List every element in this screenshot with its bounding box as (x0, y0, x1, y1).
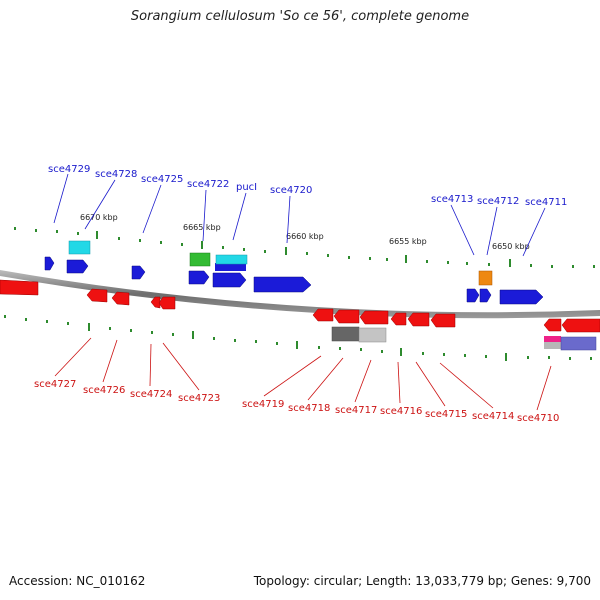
forward-strand-genes (44, 240, 544, 305)
gene-label-sce4724[interactable]: sce4724 (130, 389, 172, 400)
gene-label-sce4723[interactable]: sce4723 (178, 393, 220, 404)
kbp-label-6660: 6660 kbp (286, 232, 324, 241)
feature-box-dark-gray[interactable] (331, 326, 360, 342)
gene-label-sce4714[interactable]: sce4714 (472, 411, 514, 422)
feature-box-light-gray[interactable] (358, 327, 387, 343)
gene-label-sce4713[interactable]: sce4713 (431, 194, 473, 205)
gene-arrow[interactable] (0, 279, 39, 296)
gene-arrow[interactable] (111, 291, 130, 306)
gene-label-sce4712[interactable]: sce4712 (477, 196, 519, 207)
gene-label-sce4722[interactable]: sce4722 (187, 179, 229, 190)
gene-arrow[interactable] (390, 312, 407, 326)
kbp-label-6655: 6655 kbp (389, 237, 427, 246)
gene-arrow[interactable] (44, 256, 55, 271)
gene-arrow[interactable] (131, 265, 146, 280)
gene-arrow[interactable] (312, 308, 334, 322)
gene-label-sce4719[interactable]: sce4719 (242, 399, 284, 410)
kbp-label-6650: 6650 kbp (492, 242, 530, 251)
feature-box-purple[interactable] (560, 336, 597, 351)
gene-arrow[interactable] (212, 272, 247, 288)
upper-tick-rail (14, 227, 595, 268)
feature-box-gray[interactable] (544, 342, 561, 349)
gene-arrow[interactable] (86, 288, 108, 303)
feature-box-green[interactable] (189, 252, 211, 267)
kbp-label-6670: 6670 kbp (80, 213, 118, 222)
gene-label-sce4728[interactable]: sce4728 (95, 169, 137, 180)
gene-arrow[interactable] (188, 270, 210, 285)
gene-label-sce4715[interactable]: sce4715 (425, 409, 467, 420)
gene-arrow[interactable] (543, 318, 562, 332)
map-title: Sorangium cellulosum 'So ce 56', complet… (130, 9, 470, 24)
gene-label-sce4727[interactable]: sce4727 (34, 379, 76, 390)
gene-label-sce4725[interactable]: sce4725 (141, 174, 183, 185)
gene-label-sce4716[interactable]: sce4716 (380, 406, 422, 417)
feature-box-cyan[interactable] (68, 240, 91, 255)
forward-gene-labels (53, 173, 546, 257)
feature-box-orange[interactable] (478, 270, 493, 286)
kbp-label-6665: 6665 kbp (183, 223, 221, 232)
gene-label-sce4718[interactable]: sce4718 (288, 403, 330, 414)
gene-arrow[interactable] (430, 313, 456, 328)
accession-text: Accession: NC_010162 (9, 574, 146, 588)
gene-arrow[interactable] (479, 288, 492, 303)
gene-arrow[interactable] (359, 310, 389, 325)
reverse-strand-genes (0, 279, 600, 351)
gene-label-sce4710[interactable]: sce4710 (517, 413, 559, 424)
gene-label-sce4717[interactable]: sce4717 (335, 405, 377, 416)
gene-arrow[interactable] (499, 289, 544, 305)
feature-box-cyan[interactable] (215, 254, 248, 265)
gene-label-sce4720[interactable]: sce4720 (270, 185, 312, 196)
gene-arrow[interactable] (253, 276, 312, 293)
gene-arrow[interactable] (158, 296, 176, 310)
gene-label-sce4729[interactable]: sce4729 (48, 164, 90, 175)
reverse-gene-labels (54, 337, 552, 411)
gene-label-sce4711[interactable]: sce4711 (525, 197, 567, 208)
gene-label-pucI[interactable]: pucI (236, 182, 257, 193)
gene-arrow[interactable] (466, 288, 480, 303)
genome-summary-text: Topology: circular; Length: 13,033,779 b… (253, 574, 591, 588)
gene-arrow[interactable] (150, 296, 161, 309)
gene-arrow[interactable] (561, 318, 600, 333)
gene-label-sce4726[interactable]: sce4726 (83, 385, 125, 396)
gene-arrow[interactable] (407, 312, 430, 327)
gene-block[interactable] (215, 263, 246, 271)
feature-box-magenta[interactable] (544, 336, 561, 342)
lower-tick-rail (4, 315, 592, 361)
gene-arrow[interactable] (66, 259, 89, 274)
gene-arrow[interactable] (333, 309, 360, 324)
